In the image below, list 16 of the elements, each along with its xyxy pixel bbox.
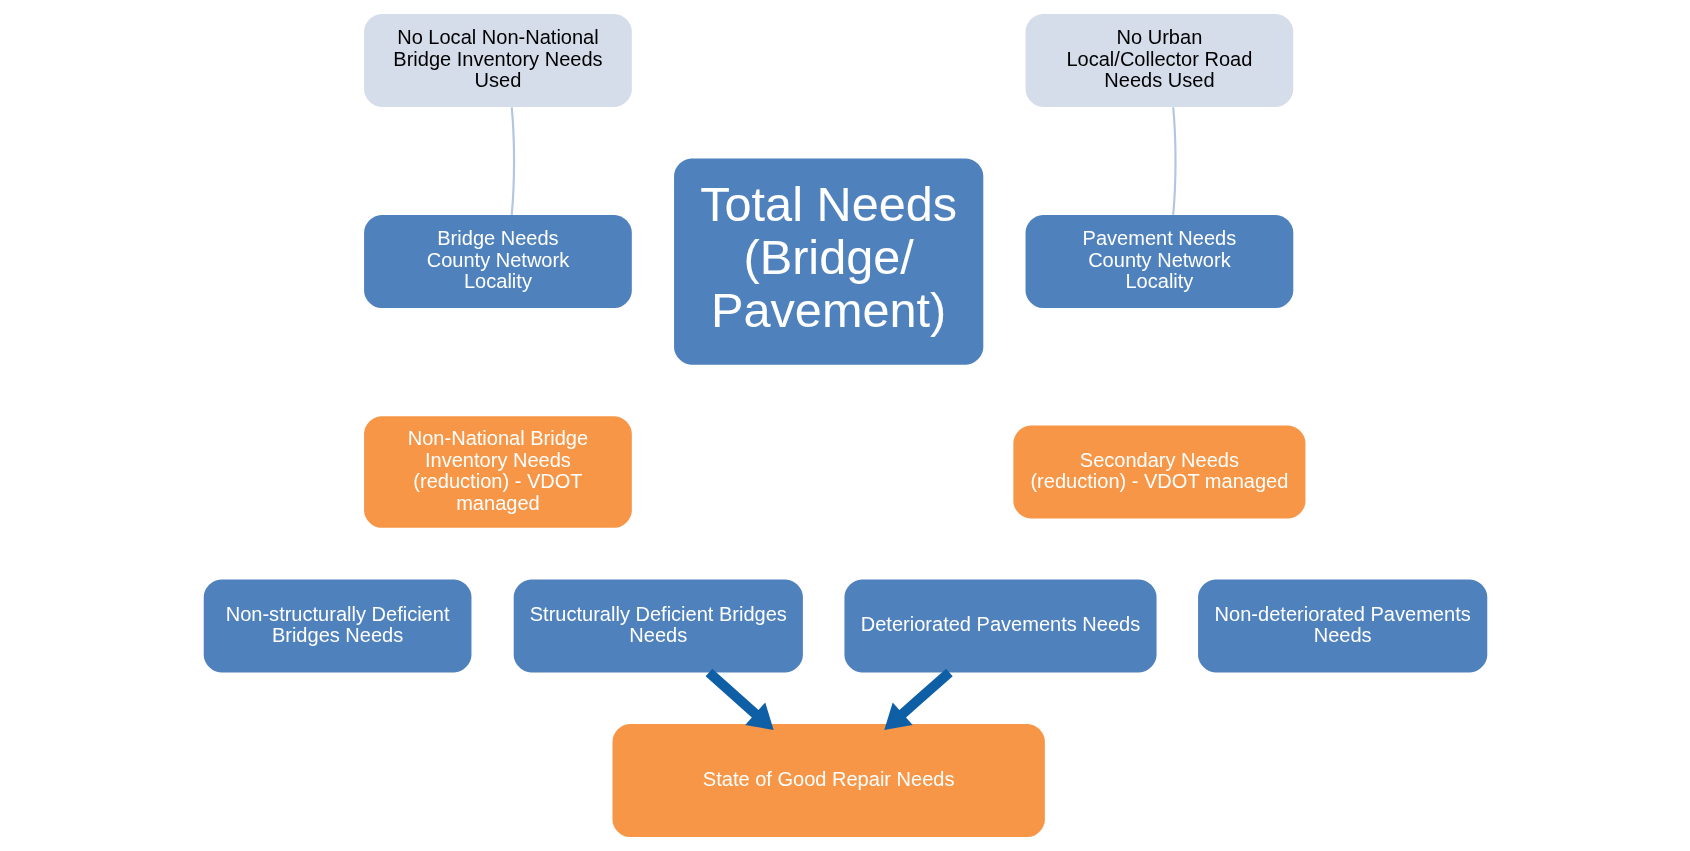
node-box: State of Good Repair Needs [612,724,1045,838]
node-box: Structurally Deficient Bridges Needs [513,579,803,673]
node-box: No Local Non-National Bridge Inventory Needs Used [363,13,632,107]
node-box: Non-structurally Deficient Bridges Needs [203,579,471,673]
arrow [883,668,953,731]
node-box: Non-deteriorated Pavements Needs [1197,579,1487,673]
connector [510,107,515,215]
arrow [705,668,774,731]
node-box: Bridge Needs County Network Locality [363,215,632,309]
node-box: Non-National Bridge Inventory Needs (reduction) - VDOT managed [363,416,632,528]
node-box: No Urban Local/Collector Road Needs Used [1025,13,1293,107]
node-box: Secondary Needs (reduction) - VDOT managed [1012,425,1305,519]
connector [1171,107,1177,215]
node-box: Total Needs (Bridge/ Pavement) [673,158,983,365]
node-box: Deteriorated Pavements Needs [843,579,1157,673]
node-box: Pavement Needs County Network Locality [1025,215,1293,309]
